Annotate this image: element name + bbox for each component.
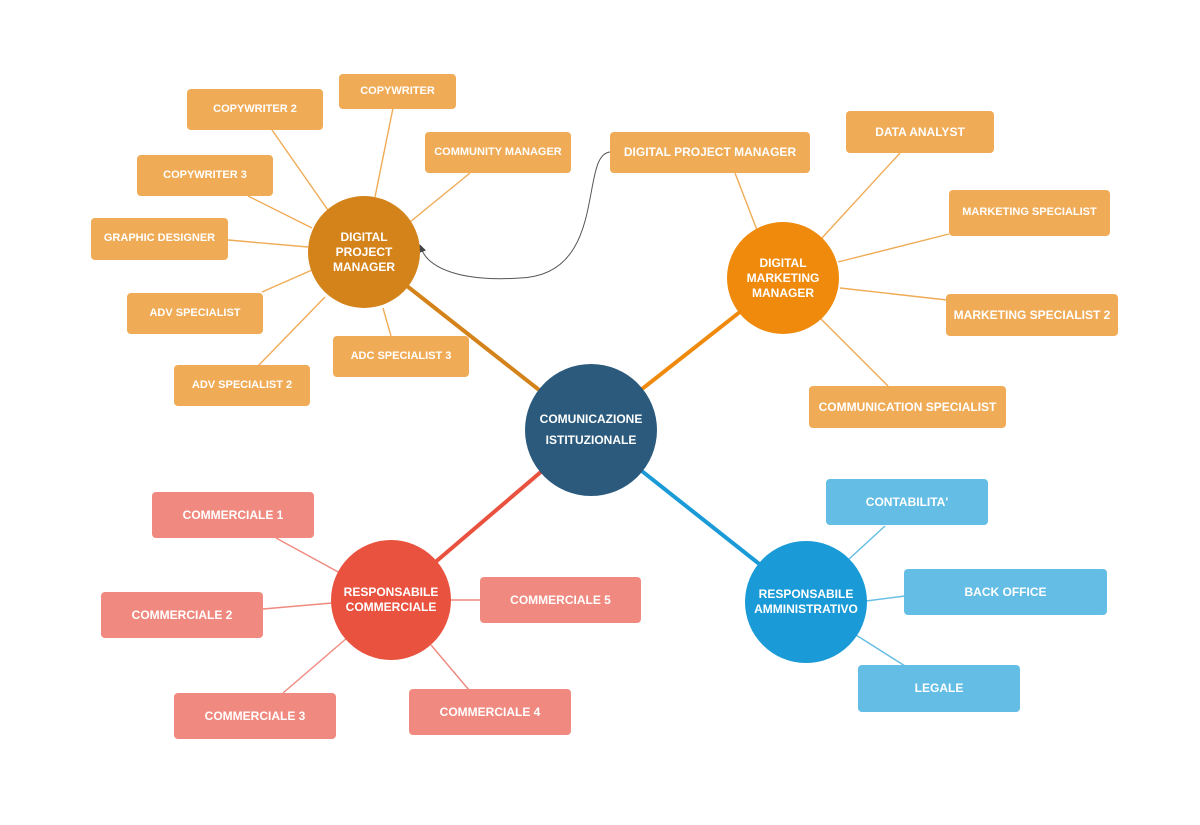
link-dpm-adc-specialist-3 [382, 307, 392, 337]
center-node-line2: ISTITUZIONALE [545, 433, 637, 447]
link-dpm-adv-specialist [261, 269, 313, 293]
node-copywriter: COPYWRITER [339, 74, 456, 109]
node-contabilita: CONTABILITA' [826, 479, 988, 525]
hub-amm-line1: RESPONSABILE [758, 587, 854, 601]
node-commerciale-5: COMMERCIALE 5 [480, 577, 641, 623]
hub-com-line2: COMMERCIALE [345, 600, 437, 614]
node-commerciale-4: COMMERCIALE 4 [409, 689, 571, 735]
link-dpm-adv-specialist-2 [257, 296, 326, 367]
link-dmm-communication-specialist [819, 317, 889, 387]
node-copywriter-3: COPYWRITER 3 [137, 155, 273, 196]
node-graphic-designer: GRAPHIC DESIGNER [91, 218, 228, 260]
hub-responsabile-amministrativo: RESPONSABILE AMMINISTRATIVO [745, 541, 867, 663]
link-dmm-data-analyst [821, 152, 901, 239]
link-dpm-copywriter-3 [247, 195, 313, 229]
link-amm-back-office [865, 595, 906, 602]
link-dpm-copywriter-2 [271, 129, 331, 214]
link-amm-legale [855, 634, 906, 667]
node-legale: LEGALE [858, 665, 1020, 712]
node-commerciale-1: COMMERCIALE 1 [152, 492, 314, 538]
center-node: COMUNICAZIONE ISTITUZIONALE [525, 364, 657, 496]
hub-com-line1: RESPONSABILE [343, 585, 439, 599]
hub-dmm-line2: MARKETING [746, 270, 820, 285]
link-com-commerciale-3 [282, 637, 348, 694]
hub-dpm-line1: DIGITAL [340, 229, 388, 244]
node-adc-specialist-3: ADC SPECIALIST 3 [333, 336, 469, 377]
relationship-connector [418, 151, 612, 280]
node-adv-specialist: ADV SPECIALIST [127, 293, 263, 334]
hub-responsabile-commerciale: RESPONSABILE COMMERCIALE [331, 540, 451, 660]
link-dpm-graphic-designer [227, 239, 309, 248]
node-adv-specialist-2: ADV SPECIALIST 2 [174, 365, 310, 406]
link-dmm-marketing-specialist [837, 233, 950, 263]
node-commerciale-2: COMMERCIALE 2 [101, 592, 263, 638]
link-dmm-marketing-specialist-2 [839, 287, 948, 301]
link-com-commerciale-1 [275, 537, 341, 574]
hub-digital-marketing-manager: DIGITAL MARKETING MANAGER [727, 222, 839, 334]
node-marketing-specialist: MARKETING SPECIALIST [949, 190, 1110, 236]
node-commerciale-3: COMMERCIALE 3 [174, 693, 336, 739]
node-data-analyst: DATA ANALYST [846, 111, 994, 153]
node-communication-specialist: COMMUNICATION SPECIALIST [809, 386, 1006, 428]
node-marketing-specialist-2: MARKETING SPECIALIST 2 [946, 294, 1118, 336]
hub-dmm-line1: DIGITAL [759, 255, 807, 270]
link-amm-contabilita [847, 525, 886, 561]
link-com-commerciale-4 [430, 644, 470, 691]
node-copywriter-2: COPYWRITER 2 [187, 89, 323, 130]
hub-dpm-line3: MANAGER [333, 259, 395, 274]
hub-dpm-line2: PROJECT [335, 244, 393, 259]
hub-digital-project-manager: DIGITAL PROJECT MANAGER [308, 196, 420, 308]
node-digital-project-manager: DIGITAL PROJECT MANAGER [610, 132, 810, 173]
link-dpm-community-manager [409, 172, 471, 223]
hub-dmm-line3: MANAGER [751, 285, 814, 300]
node-community-manager: COMMUNITY MANAGER [425, 132, 571, 173]
link-dpm-copywriter [374, 107, 394, 198]
hub-amm-line2: AMMINISTRATIVO [754, 602, 858, 616]
link-dmm-digital-project-manager [734, 172, 758, 231]
link-com-commerciale-2 [262, 602, 333, 610]
node-back-office: BACK OFFICE [904, 569, 1107, 615]
center-node-line1: COMUNICAZIONE [539, 412, 643, 426]
